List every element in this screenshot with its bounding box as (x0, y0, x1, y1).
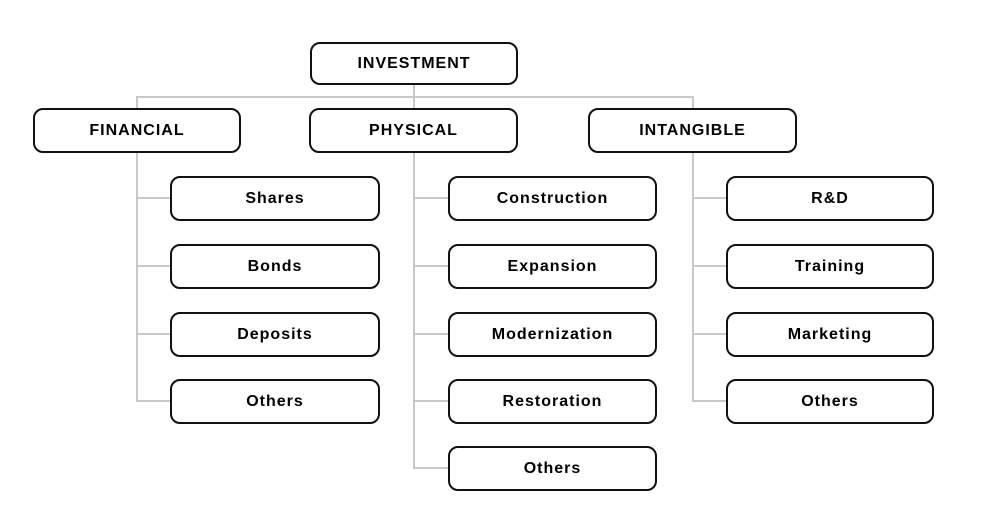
node-physical-others: Others (448, 446, 657, 491)
node-bonds-label: Bonds (247, 257, 303, 275)
connector-stub-expansion (413, 265, 448, 267)
node-intangible-label: INTANGIBLE (639, 121, 746, 139)
connector-main-horizontal (136, 96, 694, 98)
connector-drop-intangible (692, 96, 694, 109)
node-intangible: INTANGIBLE (588, 108, 797, 153)
node-rd: R&D (726, 176, 934, 221)
connector-stub-physical-others (413, 467, 448, 469)
connector-trunk-financial (136, 153, 138, 402)
node-expansion-label: Expansion (507, 257, 598, 275)
node-modernization: Modernization (448, 312, 657, 357)
node-shares: Shares (170, 176, 380, 221)
connector-trunk-intangible (692, 153, 694, 402)
node-shares-label: Shares (245, 189, 305, 207)
node-training-label: Training (794, 257, 866, 275)
connector-stub-intangible-others (692, 400, 726, 402)
node-investment: INVESTMENT (310, 42, 518, 85)
node-investment-label: INVESTMENT (357, 54, 471, 72)
node-deposits: Deposits (170, 312, 380, 357)
node-physical: PHYSICAL (309, 108, 518, 153)
node-financial-label: FINANCIAL (89, 121, 185, 139)
connector-stub-bonds (136, 265, 170, 267)
node-construction-label: Construction (496, 189, 609, 207)
connector-stub-restoration (413, 400, 448, 402)
node-financial-others-label: Others (246, 392, 304, 410)
node-deposits-label: Deposits (237, 325, 313, 343)
node-intangible-others-label: Others (801, 392, 859, 410)
connector-stub-training (692, 265, 726, 267)
node-financial: FINANCIAL (33, 108, 241, 153)
connector-stub-financial-others (136, 400, 170, 402)
node-construction: Construction (448, 176, 657, 221)
connector-stub-deposits (136, 333, 170, 335)
connector-stub-modernization (413, 333, 448, 335)
connector-stub-shares (136, 197, 170, 199)
connector-root-drop (413, 85, 415, 98)
node-physical-label: PHYSICAL (369, 121, 458, 139)
connector-trunk-physical (413, 153, 415, 469)
connector-drop-physical (413, 96, 415, 109)
connector-stub-marketing (692, 333, 726, 335)
connector-drop-financial (136, 96, 138, 109)
node-restoration-label: Restoration (502, 392, 603, 410)
node-intangible-others: Others (726, 379, 934, 424)
node-expansion: Expansion (448, 244, 657, 289)
node-restoration: Restoration (448, 379, 657, 424)
node-rd-label: R&D (811, 189, 849, 207)
node-marketing: Marketing (726, 312, 934, 357)
node-training: Training (726, 244, 934, 289)
node-financial-others: Others (170, 379, 380, 424)
connector-stub-rd (692, 197, 726, 199)
node-modernization-label: Modernization (491, 325, 614, 343)
connector-stub-construction (413, 197, 448, 199)
node-bonds: Bonds (170, 244, 380, 289)
node-physical-others-label: Others (523, 459, 582, 477)
node-marketing-label: Marketing (787, 325, 873, 343)
